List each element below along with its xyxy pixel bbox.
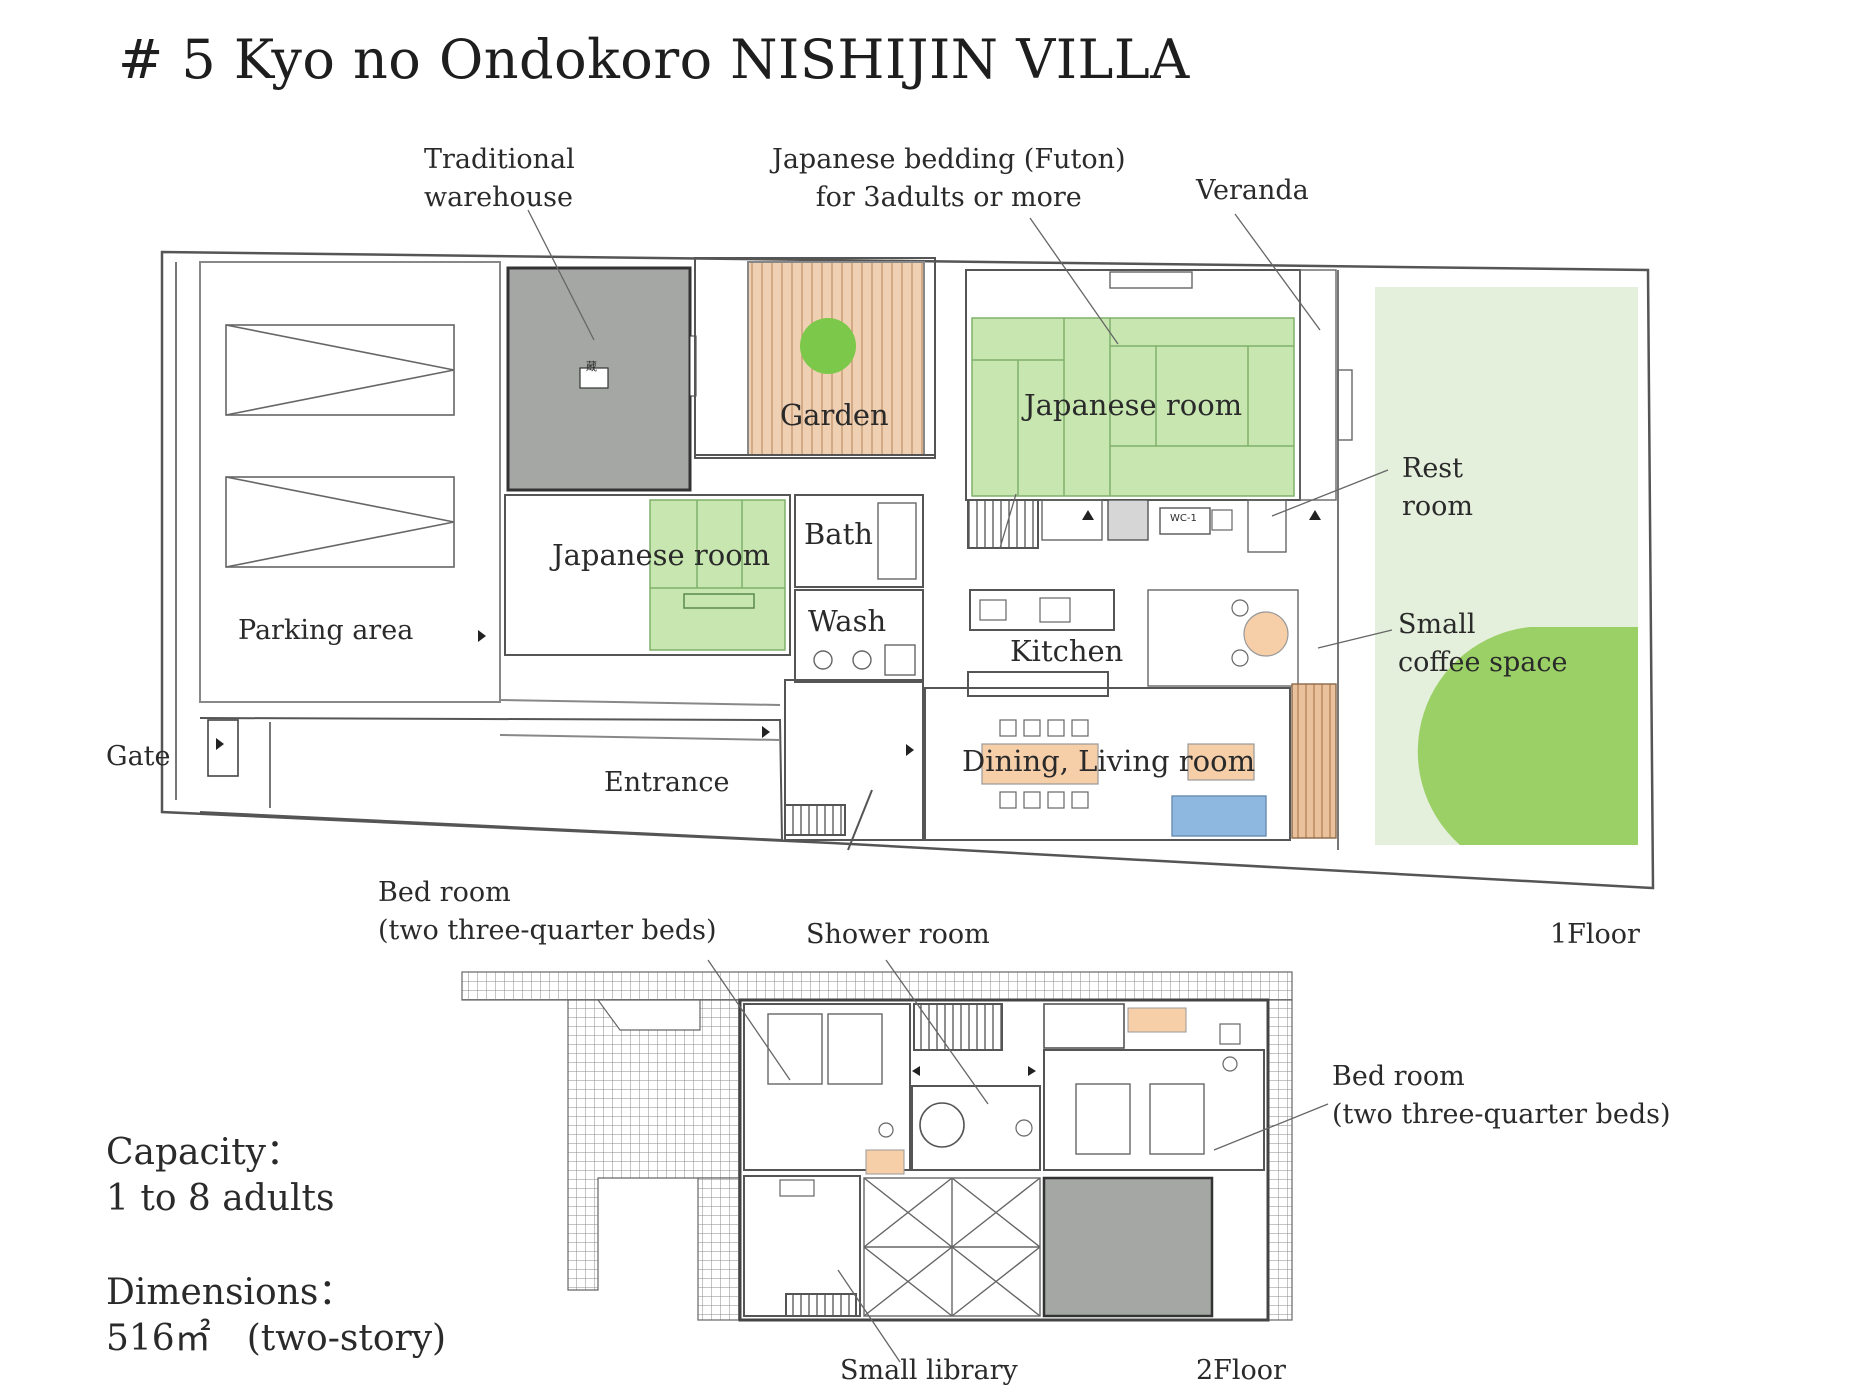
parking-space-1 — [225, 324, 455, 416]
label-veranda: Veranda — [1196, 175, 1309, 206]
label-futon-note: Japanese bedding (Futon) for 3adults or … — [772, 144, 1126, 213]
dimensions-label: Dimensions： — [106, 1272, 355, 1313]
label-entrance: Entrance — [604, 767, 730, 798]
label-japanese-room-main: Japanese room — [1024, 388, 1243, 422]
tatami-main — [971, 317, 1295, 497]
label-gate: Gate — [106, 741, 171, 772]
wash — [794, 589, 924, 683]
tatami-small — [649, 499, 786, 651]
label-floor-2: 2Floor — [1196, 1355, 1286, 1386]
shower-room — [911, 1085, 1041, 1171]
leader-lines-floor1 — [527, 209, 1393, 649]
label-traditional-warehouse: Traditional warehouse — [424, 144, 575, 213]
label-parking-area: Parking area — [238, 615, 414, 646]
parking-space-2 — [225, 476, 455, 568]
bed-room-right — [1043, 1049, 1265, 1171]
label-rest-room: Rest room — [1402, 453, 1474, 522]
warehouse-sign: 蔵 — [586, 360, 597, 373]
label-kitchen: Kitchen — [1010, 634, 1124, 668]
lawn-tree — [1417, 627, 1638, 845]
label-bed-room-right: Bed room (two three-quarter beds) — [1332, 1061, 1671, 1130]
coffee-table — [1243, 611, 1289, 657]
garden-tree — [800, 318, 856, 374]
capacity-value: 1 to 8 adults — [106, 1178, 335, 1219]
page-title: # 5 Kyo no Ondokoro NISHIJIN VILLA — [118, 28, 1190, 91]
dining-table — [981, 743, 1099, 785]
label-japanese-room-small: Japanese room — [552, 538, 771, 572]
entrance-hall — [784, 679, 924, 841]
label-small-library: Small library — [840, 1355, 1018, 1386]
label-small-coffee-space: Small coffee space — [1398, 609, 1568, 678]
label-shower-room: Shower room — [806, 919, 990, 950]
label-bed-room-left: Bed room (two three-quarter beds) — [378, 877, 717, 946]
floor-1 — [160, 250, 1655, 890]
kitchen-counter — [969, 589, 1115, 631]
label-floor-1: 1Floor — [1550, 919, 1640, 950]
bath — [794, 494, 924, 588]
capacity-label: Capacity： — [106, 1132, 302, 1173]
leader-lines-floor2 — [707, 959, 1329, 1363]
dimensions-info: Dimensions： 516㎡ (two-story) — [106, 1270, 446, 1362]
roof-window — [1042, 1176, 1214, 1318]
parking-area — [199, 261, 501, 703]
side-table — [1187, 743, 1255, 781]
label-dining-living-room: Dining, Living room — [962, 744, 1256, 778]
floor-2 — [461, 971, 1293, 1322]
wc-sign: WC-1 — [1170, 513, 1197, 524]
veranda-deck — [1291, 683, 1337, 839]
label-wash: Wash — [808, 604, 887, 638]
bed-room-left — [743, 1003, 911, 1171]
capacity-info: Capacity： 1 to 8 adults — [106, 1130, 334, 1222]
label-bath: Bath — [804, 517, 873, 551]
sofa — [1171, 795, 1267, 837]
void-openings — [863, 1177, 1041, 1317]
label-garden: Garden — [780, 398, 889, 432]
dimensions-value: 516㎡ (two-story) — [106, 1318, 447, 1359]
